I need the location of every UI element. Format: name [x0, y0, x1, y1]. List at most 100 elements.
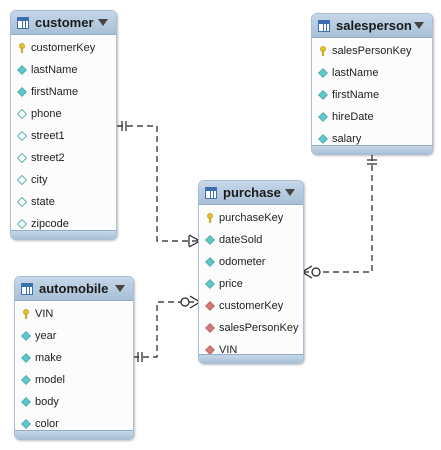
column-row[interactable]: body: [15, 391, 133, 413]
column-row[interactable]: price: [199, 273, 303, 295]
nullable-diamond-icon: [16, 108, 28, 120]
nullable-diamond-icon: [16, 130, 28, 142]
column-name: firstName: [332, 89, 380, 101]
column-diamond-icon: [318, 90, 328, 100]
table-footer: [312, 145, 432, 154]
column-diamond-icon: [318, 68, 328, 78]
relationship-customer-purchase[interactable]: [117, 121, 201, 248]
table-header[interactable]: customer: [11, 11, 116, 35]
column-row[interactable]: city: [11, 169, 116, 191]
column-diamond-icon: [318, 112, 328, 122]
chevron-down-icon[interactable]: [414, 22, 424, 29]
column-row[interactable]: salesPersonKey: [199, 317, 303, 339]
table-title: customer: [35, 15, 94, 30]
column-name: make: [35, 352, 62, 364]
column-row[interactable]: firstName: [11, 81, 116, 103]
table-title: automobile: [39, 281, 109, 296]
column-row[interactable]: customerKey: [199, 295, 303, 317]
column-row[interactable]: salary: [312, 128, 432, 150]
column-name: city: [31, 174, 48, 186]
column-name: body: [35, 396, 59, 408]
nullable-diamond-icon: [16, 174, 28, 186]
chevron-down-icon[interactable]: [115, 285, 125, 292]
column-name: model: [35, 374, 65, 386]
column-name: street1: [31, 130, 65, 142]
column-row[interactable]: color: [15, 413, 133, 435]
column-diamond-icon: [17, 87, 27, 97]
column-name: lastName: [332, 67, 379, 79]
table-salesperson[interactable]: salesperson salesPersonKey lastName firstNa…: [311, 13, 433, 155]
relationship-automobile-purchase[interactable]: [133, 295, 201, 362]
nullable-diamond-icon: [16, 218, 28, 230]
column-name: dateSold: [219, 234, 263, 246]
table-header[interactable]: purchase: [199, 181, 303, 205]
table-icon: [17, 16, 29, 29]
column-list: salesPersonKey lastName firstName hireDate s…: [312, 38, 432, 150]
key-icon: [205, 213, 215, 223]
column-name: street2: [31, 152, 65, 164]
table-icon: [318, 19, 330, 32]
column-list: VIN year make model body color: [15, 301, 133, 435]
foreign-key-diamond-icon: [205, 323, 215, 333]
table-header[interactable]: automobile: [15, 277, 133, 301]
table-icon: [21, 282, 33, 295]
column-diamond-icon: [21, 375, 31, 385]
relationship-salesperson-purchase[interactable]: [301, 155, 377, 279]
column-row[interactable]: VIN: [15, 303, 133, 325]
column-name: state: [31, 196, 55, 208]
table-title: salesperson: [336, 18, 412, 33]
column-name: price: [219, 278, 243, 290]
column-row[interactable]: lastName: [312, 62, 432, 84]
column-diamond-icon: [21, 397, 31, 407]
column-row[interactable]: dateSold: [199, 229, 303, 251]
column-diamond-icon: [205, 279, 215, 289]
table-customer[interactable]: customer customerKey lastName firstName phon…: [10, 10, 117, 240]
table-title: purchase: [223, 185, 281, 200]
column-list: purchaseKey dateSold odometer price customer…: [199, 205, 303, 361]
column-name: color: [35, 418, 59, 430]
column-row[interactable]: hireDate: [312, 106, 432, 128]
nullable-diamond-icon: [16, 152, 28, 164]
chevron-down-icon[interactable]: [98, 19, 108, 26]
column-row[interactable]: street2: [11, 147, 116, 169]
column-row[interactable]: purchaseKey: [199, 207, 303, 229]
column-row[interactable]: firstName: [312, 84, 432, 106]
table-footer: [11, 230, 116, 239]
column-row[interactable]: salesPersonKey: [312, 40, 432, 62]
column-diamond-icon: [205, 235, 215, 245]
column-row[interactable]: model: [15, 369, 133, 391]
column-name: salary: [332, 133, 362, 145]
table-footer: [199, 354, 303, 363]
column-row[interactable]: zipcode: [11, 213, 116, 235]
column-name: salesPersonKey: [332, 45, 412, 57]
column-row[interactable]: odometer: [199, 251, 303, 273]
chevron-down-icon[interactable]: [285, 189, 295, 196]
key-icon: [318, 46, 328, 56]
column-name: zipcode: [31, 218, 69, 230]
column-name: purchaseKey: [219, 212, 284, 224]
key-icon: [17, 43, 27, 53]
column-name: odometer: [219, 256, 266, 268]
column-diamond-icon: [205, 257, 215, 267]
column-row[interactable]: phone: [11, 103, 116, 125]
column-row[interactable]: VIN: [199, 339, 303, 361]
table-header[interactable]: salesperson: [312, 14, 432, 38]
column-name: salesPersonKey: [219, 322, 299, 334]
column-diamond-icon: [21, 331, 31, 341]
column-name: firstName: [31, 86, 79, 98]
column-name: VIN: [219, 344, 238, 356]
column-row[interactable]: year: [15, 325, 133, 347]
column-name: VIN: [35, 308, 54, 320]
column-row[interactable]: customerKey: [11, 37, 116, 59]
column-diamond-icon: [21, 353, 31, 363]
column-name: hireDate: [332, 111, 374, 123]
column-name: year: [35, 330, 57, 342]
table-purchase[interactable]: purchase purchaseKey dateSold odometer price…: [198, 180, 304, 364]
column-name: customerKey: [31, 42, 96, 54]
column-row[interactable]: lastName: [11, 59, 116, 81]
column-row[interactable]: street1: [11, 125, 116, 147]
column-row[interactable]: make: [15, 347, 133, 369]
column-row[interactable]: state: [11, 191, 116, 213]
